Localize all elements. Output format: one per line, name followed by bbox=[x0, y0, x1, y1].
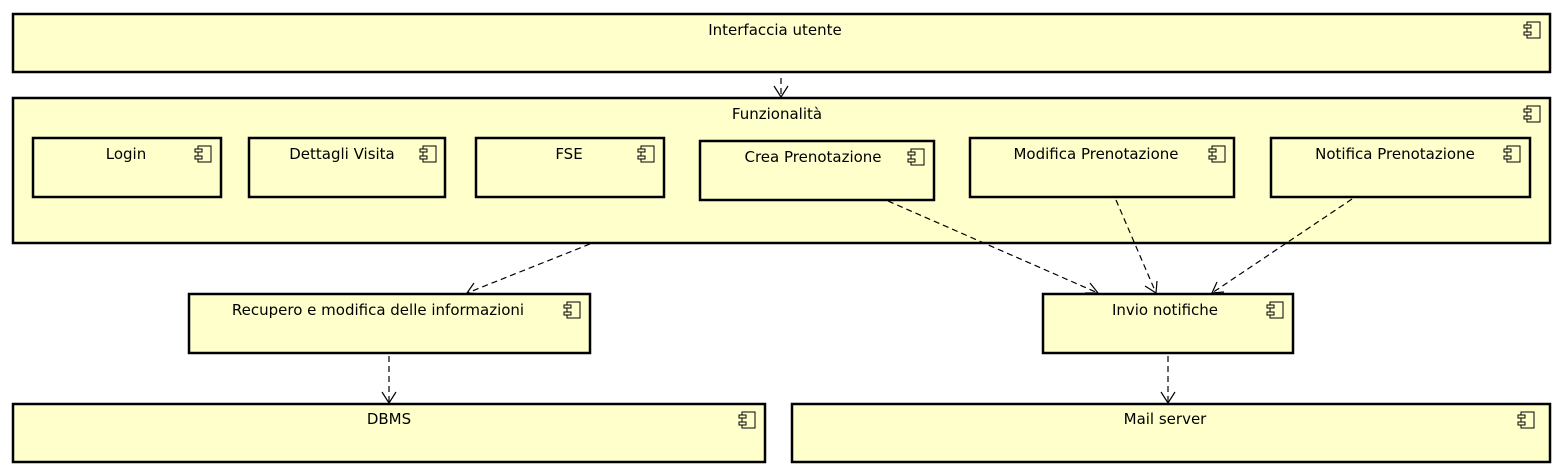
dependency-invio-to-mail bbox=[1160, 356, 1176, 405]
component-label: DBMS bbox=[367, 410, 411, 428]
dependency-modifica-to-invio bbox=[1115, 199, 1158, 295]
component-label: FSE bbox=[555, 145, 582, 163]
component-dbms[interactable]: DBMS bbox=[11, 402, 767, 464]
dependency-crea-to-invio bbox=[887, 200, 1100, 294]
component-label: Invio notifiche bbox=[1112, 301, 1218, 319]
component-notifica-prenotazione[interactable]: Notifica Prenotazione bbox=[1269, 136, 1532, 199]
component-login[interactable]: Login bbox=[31, 136, 223, 199]
component-label: Funzionalità bbox=[732, 105, 822, 123]
dependency-interfaccia-to-funzionalita bbox=[773, 78, 789, 99]
component-label: Crea Prenotazione bbox=[744, 148, 881, 166]
component-label: Recupero e modifica delle informazioni bbox=[232, 301, 524, 319]
component-label: Login bbox=[106, 145, 146, 163]
component-label: Dettagli Visita bbox=[289, 145, 395, 163]
dependency-funzionalita-to-recupero bbox=[465, 243, 591, 295]
component-label: Interfaccia utente bbox=[708, 21, 842, 39]
component-recupero-informazioni[interactable]: Recupero e modifica delle informazioni bbox=[187, 292, 592, 355]
component-crea-prenotazione[interactable]: Crea Prenotazione bbox=[698, 139, 936, 202]
component-mail-server[interactable]: Mail server bbox=[790, 402, 1552, 464]
dependency-recupero-to-dbms bbox=[381, 356, 397, 405]
component-invio-notifiche[interactable]: Invio notifiche bbox=[1041, 292, 1295, 355]
dependency-notifica-to-invio bbox=[1211, 198, 1353, 294]
component-interfaccia-utente[interactable]: Interfaccia utente bbox=[11, 12, 1552, 74]
component-modifica-prenotazione[interactable]: Modifica Prenotazione bbox=[968, 136, 1236, 199]
component-label: Modifica Prenotazione bbox=[1013, 145, 1178, 163]
component-dettagli-visita[interactable]: Dettagli Visita bbox=[247, 136, 447, 199]
component-label: Mail server bbox=[1124, 410, 1208, 428]
component-label: Notifica Prenotazione bbox=[1315, 145, 1475, 163]
component-fse[interactable]: FSE bbox=[474, 136, 666, 199]
